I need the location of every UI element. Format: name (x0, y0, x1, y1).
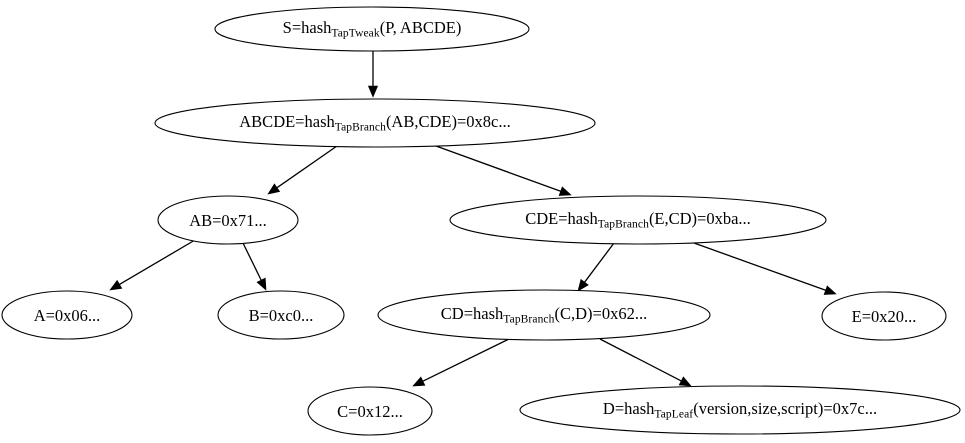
edge-line (584, 242, 615, 283)
edge-line (276, 145, 338, 189)
node-ellipse-a[interactable] (1, 290, 133, 340)
node-ellipse-b[interactable] (217, 290, 345, 340)
edge-line (119, 239, 196, 285)
arrowhead-icon (109, 279, 123, 291)
arrowhead-icon (558, 186, 572, 196)
edge-line (599, 338, 682, 382)
node-ellipse-e[interactable] (821, 291, 947, 341)
edge-line (422, 338, 510, 382)
arrowhead-icon (412, 376, 426, 387)
node-ellipse-c[interactable] (307, 386, 433, 436)
arrowhead-icon (577, 278, 589, 292)
arrowhead-icon (678, 376, 692, 387)
edge-line (693, 242, 826, 291)
arrowhead-icon (367, 85, 379, 98)
node-ellipse-ab[interactable] (157, 195, 299, 245)
node-ellipse-cd[interactable] (377, 289, 711, 341)
edge-cde-to-cd (577, 242, 615, 292)
edge-ab-to-a (109, 239, 196, 291)
edge-layer (109, 51, 837, 387)
node-ellipse-abcde[interactable] (154, 98, 596, 148)
edge-abcde-to-ab (267, 145, 338, 195)
node-ellipse-s[interactable] (214, 6, 530, 52)
node-shape-layer (1, 6, 961, 436)
node-ellipse-cde[interactable] (449, 195, 827, 245)
arrowhead-icon (823, 285, 837, 295)
arrowhead-icon (256, 277, 267, 291)
edge-cd-to-c (412, 338, 510, 387)
arrowhead-icon (267, 183, 281, 195)
node-ellipse-d[interactable] (519, 385, 961, 435)
edge-line (242, 242, 262, 281)
edge-abcde-to-cde (435, 145, 572, 196)
edge-s-to-abcde (367, 51, 379, 98)
edge-cd-to-d (599, 338, 692, 387)
edge-cde-to-e (693, 242, 837, 295)
edge-line (435, 145, 561, 192)
edge-ab-to-b (242, 242, 267, 291)
